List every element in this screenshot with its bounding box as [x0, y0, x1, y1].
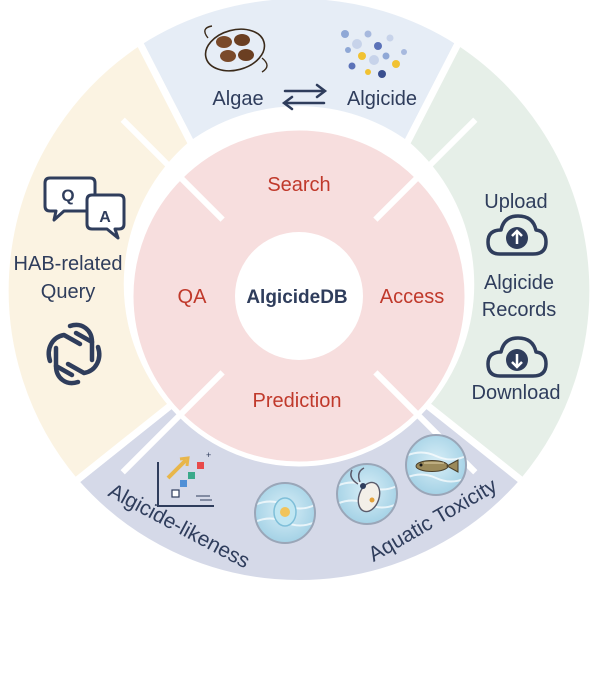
fish-dish-icon	[405, 434, 467, 496]
qa-chat-icon: Q A	[43, 176, 126, 240]
cloud-upload-icon	[486, 214, 548, 256]
algicide-molecules-icon	[341, 30, 407, 78]
inner-label-qa: QA	[178, 286, 208, 308]
inner-label-prediction: Prediction	[253, 390, 342, 412]
sector-right-access	[401, 36, 595, 487]
svg-text:+: +	[206, 450, 211, 460]
qa-icon-q: Q	[61, 186, 74, 205]
center-title: AlgicideDB	[246, 287, 347, 308]
inner-divider	[120, 117, 225, 222]
label-algicide: Algicide	[347, 88, 417, 110]
inner-divider	[373, 117, 478, 222]
inner-label-search: Search	[267, 174, 330, 196]
daphnia-dish-icon	[336, 463, 398, 525]
label-hab-query-line1: HAB-related	[14, 253, 123, 275]
algae-dish-icon	[254, 482, 316, 544]
ai-knot-icon	[46, 322, 102, 386]
label-upload: Upload	[484, 191, 547, 213]
label-algae: Algae	[212, 88, 263, 110]
label-hab-query-line2: Query	[41, 281, 95, 303]
center-hub	[235, 232, 363, 360]
exchange-arrows-icon	[281, 83, 328, 111]
cloud-download-icon	[486, 336, 548, 378]
inner-label-access: Access	[380, 286, 444, 308]
label-algicide-records-line2: Records	[482, 299, 556, 321]
qa-icon-a: A	[99, 209, 111, 226]
label-algicide-records-line1: Algicide	[484, 272, 554, 294]
likeness-chart-icon: +	[157, 450, 214, 507]
inner-divider	[120, 370, 225, 475]
label-download: Download	[472, 382, 561, 404]
algae-cell-icon	[204, 25, 268, 73]
sector-top-algae-algicide	[134, 0, 464, 150]
